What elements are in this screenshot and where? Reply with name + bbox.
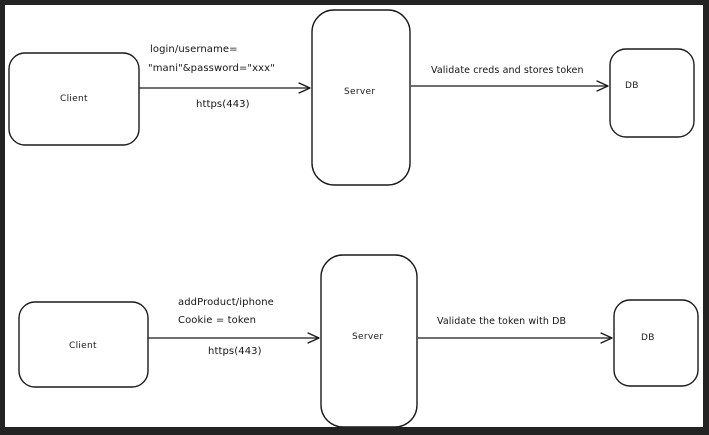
edge-label-login-request-line2: "mani"&password="xxx" [148, 63, 275, 74]
node-label-client-addproduct: Client [69, 341, 97, 351]
node-db-login[interactable] [609, 48, 695, 138]
edge-label-login-request-line1: login/username= [150, 44, 238, 55]
node-label-db-addproduct: DB [641, 333, 655, 343]
node-server-login[interactable] [311, 9, 411, 186]
node-server-addproduct[interactable] [320, 254, 418, 427]
node-label-client-login: Client [60, 94, 88, 104]
edge-label-addproduct-request-line1: addProduct/iphone [178, 297, 274, 308]
node-client-addproduct[interactable] [18, 301, 149, 388]
edge-label-server-db-addproduct: Validate the token with DB [437, 316, 567, 327]
edge-label-server-db-login: Validate creds and stores token [431, 65, 584, 76]
node-label-server-login: Server [344, 87, 376, 97]
node-label-server-addproduct: Server [352, 332, 384, 342]
diagram-vector-layer [8, 9, 699, 427]
node-label-db-login: DB [625, 81, 639, 91]
edge-label-addproduct-protocol: https(443) [208, 346, 262, 357]
edge-label-addproduct-request-line2: Cookie = token [178, 315, 257, 326]
node-client-login[interactable] [8, 52, 140, 146]
edge-label-login-protocol: https(443) [196, 99, 250, 110]
node-db-addproduct[interactable] [613, 299, 699, 387]
diagram-canvas[interactable]: Client Server DB login/username= "mani"&… [5, 5, 703, 427]
